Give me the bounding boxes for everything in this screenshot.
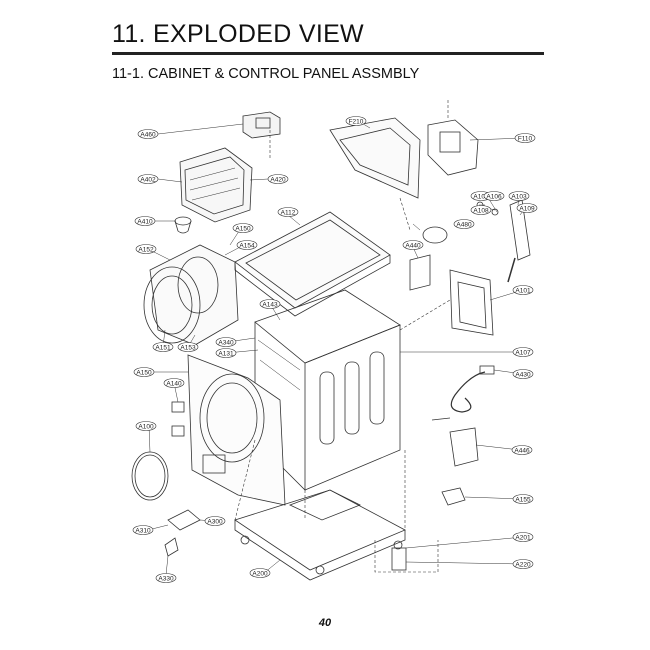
callout-a103: A103 xyxy=(508,191,530,201)
callout-a220: A220 xyxy=(512,559,534,569)
svg-text:A140: A140 xyxy=(166,381,182,388)
callout-a150: A150 xyxy=(232,223,254,233)
callout-a140: A140 xyxy=(163,378,185,388)
svg-text:A150: A150 xyxy=(136,370,152,377)
pump-part xyxy=(409,226,448,291)
callout-a107: A107 xyxy=(512,347,534,357)
svg-text:A105: A105 xyxy=(473,194,489,201)
callout-a402: A402 xyxy=(137,174,159,184)
svg-text:A340: A340 xyxy=(218,340,234,347)
svg-text:A300: A300 xyxy=(207,519,223,526)
drain-part xyxy=(391,547,407,571)
bracket-part xyxy=(164,509,201,557)
svg-text:A101: A101 xyxy=(515,288,531,295)
svg-text:A109: A109 xyxy=(519,206,535,213)
svg-text:A143: A143 xyxy=(262,302,278,309)
callout-f110: F110 xyxy=(514,133,536,143)
svg-text:A410: A410 xyxy=(137,219,153,226)
svg-text:A480: A480 xyxy=(456,222,472,229)
base-frame-part xyxy=(234,489,406,581)
svg-text:A150: A150 xyxy=(235,226,251,233)
callout-a100: A100 xyxy=(135,421,157,431)
svg-text:A107: A107 xyxy=(515,350,531,357)
callout-a153: A153 xyxy=(177,342,199,352)
svg-text:A402: A402 xyxy=(140,177,156,184)
callout-a151: A151 xyxy=(152,342,174,352)
pcb-assembly-part xyxy=(242,111,281,139)
knob-part xyxy=(174,216,192,234)
svg-text:A155: A155 xyxy=(515,497,531,504)
svg-text:A100: A100 xyxy=(138,424,154,431)
callout-a143: A143 xyxy=(259,299,281,309)
svg-text:A103: A103 xyxy=(511,194,527,201)
power-cord-part xyxy=(450,365,495,413)
svg-text:A151: A151 xyxy=(155,345,171,352)
callout-a106: A106 xyxy=(483,191,505,201)
callout-a300: A300 xyxy=(204,516,226,526)
svg-text:A108: A108 xyxy=(473,208,489,215)
page-title: 11. EXPLODED VIEW xyxy=(112,20,364,48)
callout-a150-front: A150 xyxy=(133,367,155,377)
svg-text:A460: A460 xyxy=(140,132,156,139)
front-panel-part xyxy=(187,354,286,506)
callout-a410: A410 xyxy=(134,216,156,226)
callout-a446: A446 xyxy=(511,445,533,455)
svg-text:F110: F110 xyxy=(518,136,533,143)
svg-text:A430: A430 xyxy=(515,372,531,379)
filter-part xyxy=(431,417,479,467)
callout-a112: A112 xyxy=(277,207,299,217)
callout-a101: A101 xyxy=(512,285,534,295)
main-pcb-part xyxy=(179,147,253,223)
svg-text:A330: A330 xyxy=(158,576,174,583)
svg-text:A420: A420 xyxy=(270,177,286,184)
callout-a201: A201 xyxy=(512,532,534,542)
callout-a108: A108 xyxy=(470,205,492,215)
svg-text:A112: A112 xyxy=(281,210,296,217)
callout-a420: A420 xyxy=(267,174,289,184)
callout-a152: A152 xyxy=(135,244,157,254)
callout-a109: A109 xyxy=(516,203,538,213)
callout-a131: A131 xyxy=(215,348,237,358)
svg-text:A200: A200 xyxy=(252,571,268,578)
front-ring-part xyxy=(143,244,239,346)
svg-text:A220: A220 xyxy=(515,562,531,569)
svg-text:A106: A106 xyxy=(486,194,502,201)
latch-part xyxy=(171,401,185,437)
drawer-panel-part xyxy=(329,117,421,199)
svg-text:A131: A131 xyxy=(218,351,234,358)
svg-text:A310: A310 xyxy=(135,528,151,535)
svg-text:F210: F210 xyxy=(349,119,364,126)
callout-a330: A330 xyxy=(155,573,177,583)
title-divider xyxy=(112,52,544,55)
svg-text:A446: A446 xyxy=(514,448,530,455)
foot-part xyxy=(441,487,466,506)
callout-a480: A480 xyxy=(453,219,475,229)
callout-a154: A154 xyxy=(236,240,258,250)
svg-text:A152: A152 xyxy=(138,247,154,254)
svg-text:A154: A154 xyxy=(239,243,255,250)
back-panel-part xyxy=(449,269,494,336)
svg-text:A153: A153 xyxy=(180,345,196,352)
callout-a340: A340 xyxy=(215,337,237,347)
callout-a310: A310 xyxy=(132,525,154,535)
callout-a460: A460 xyxy=(137,129,159,139)
callout-a200: A200 xyxy=(249,568,271,578)
svg-text:A201: A201 xyxy=(515,535,531,542)
dispenser-cover-part xyxy=(427,119,479,176)
callout-a430: A430 xyxy=(512,369,534,379)
gasket-ring-part xyxy=(131,451,169,501)
top-plate-part xyxy=(234,211,391,317)
page-number: 40 xyxy=(318,617,332,629)
section-title: 11-1. CABINET & CONTROL PANEL ASSMBLY xyxy=(112,66,420,82)
callout-f210: F210 xyxy=(345,116,367,126)
svg-text:A440: A440 xyxy=(405,243,421,250)
callout-a155: A155 xyxy=(512,494,534,504)
callout-a440: A440 xyxy=(402,240,424,250)
